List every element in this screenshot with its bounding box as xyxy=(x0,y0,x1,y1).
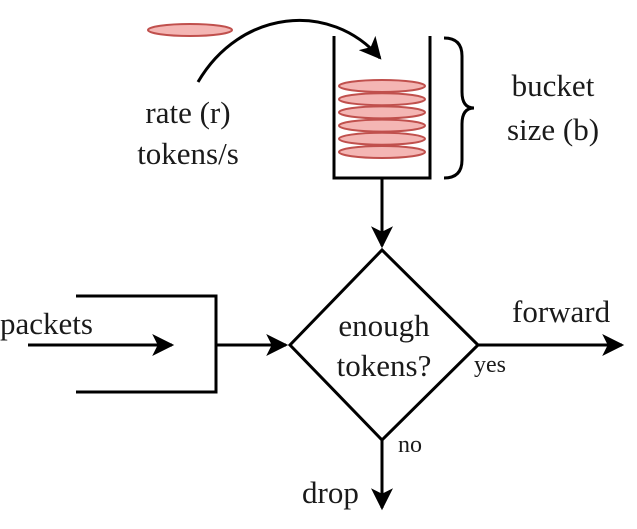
bucket-token xyxy=(338,79,426,93)
rate-unit-label: tokens/s xyxy=(137,136,239,171)
drop-label: drop xyxy=(302,475,359,510)
rate-label: rate (r) xyxy=(145,95,230,130)
bucket-token xyxy=(338,145,426,159)
forward-label: forward xyxy=(512,294,611,329)
rate-arrow xyxy=(196,18,382,83)
bucket-token xyxy=(338,92,426,107)
decision-label-line2: tokens? xyxy=(337,348,432,383)
yes-label: yes xyxy=(474,352,506,378)
bucket-label: bucket xyxy=(512,68,595,103)
bucket-token xyxy=(338,118,426,133)
bucket-token xyxy=(338,105,426,120)
bucket-size-label: size (b) xyxy=(507,112,599,147)
decision-label-line1: enough xyxy=(338,308,430,343)
no-label: no xyxy=(398,432,422,458)
bucket-token xyxy=(338,131,426,146)
bucket-tokens xyxy=(338,79,426,159)
incoming-token xyxy=(147,23,233,37)
packets-label: packets xyxy=(0,306,93,341)
bucket-size-brace xyxy=(443,36,475,180)
decision-diamond xyxy=(287,247,481,443)
